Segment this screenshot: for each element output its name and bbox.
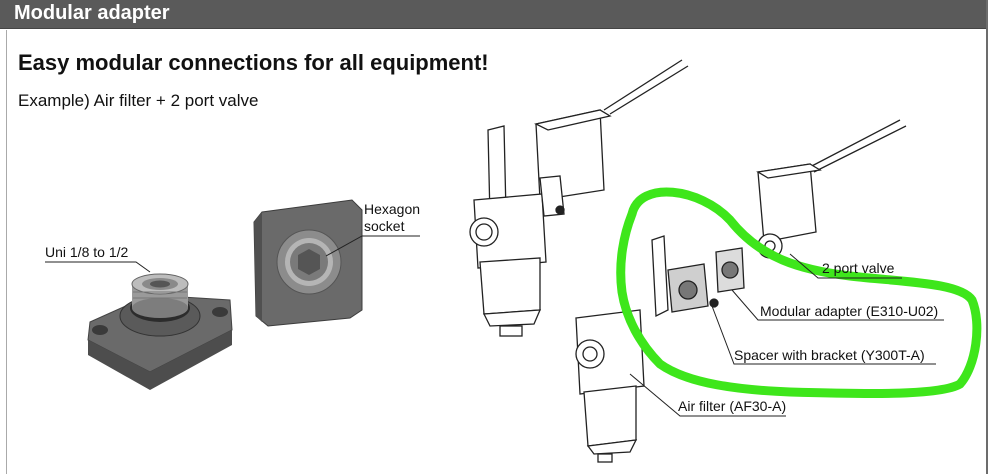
label-air-filter: Air filter (AF30-A) bbox=[678, 398, 787, 414]
page-border-left bbox=[6, 30, 7, 474]
example-caption: Example) Air filter + 2 port valve bbox=[18, 91, 259, 110]
assembled-unit-illustration bbox=[469, 59, 689, 337]
page-border-right bbox=[986, 0, 988, 474]
highlight-outline bbox=[616, 187, 982, 399]
label-2-port-valve: 2 port valve bbox=[822, 260, 895, 276]
headline: Easy modular connections for all equipme… bbox=[18, 50, 489, 75]
leader-lines bbox=[45, 235, 944, 417]
label-hexagon-line1: Hexagon bbox=[364, 201, 421, 217]
label-uni: Uni 1/8 to 1/2 bbox=[45, 244, 129, 260]
uni-fitting-illustration bbox=[87, 273, 233, 390]
exploded-unit-illustration bbox=[575, 119, 907, 463]
label-spacer-bracket: Spacer with bracket (Y300T-A) bbox=[734, 347, 925, 363]
hexagon-socket-illustration bbox=[253, 199, 363, 327]
label-modular-adapter: Modular adapter (E310-U02) bbox=[760, 303, 939, 319]
section-header: Modular adapter bbox=[0, 0, 986, 29]
label-hexagon-line2: socket bbox=[364, 218, 405, 234]
section-title: Modular adapter bbox=[14, 2, 170, 24]
